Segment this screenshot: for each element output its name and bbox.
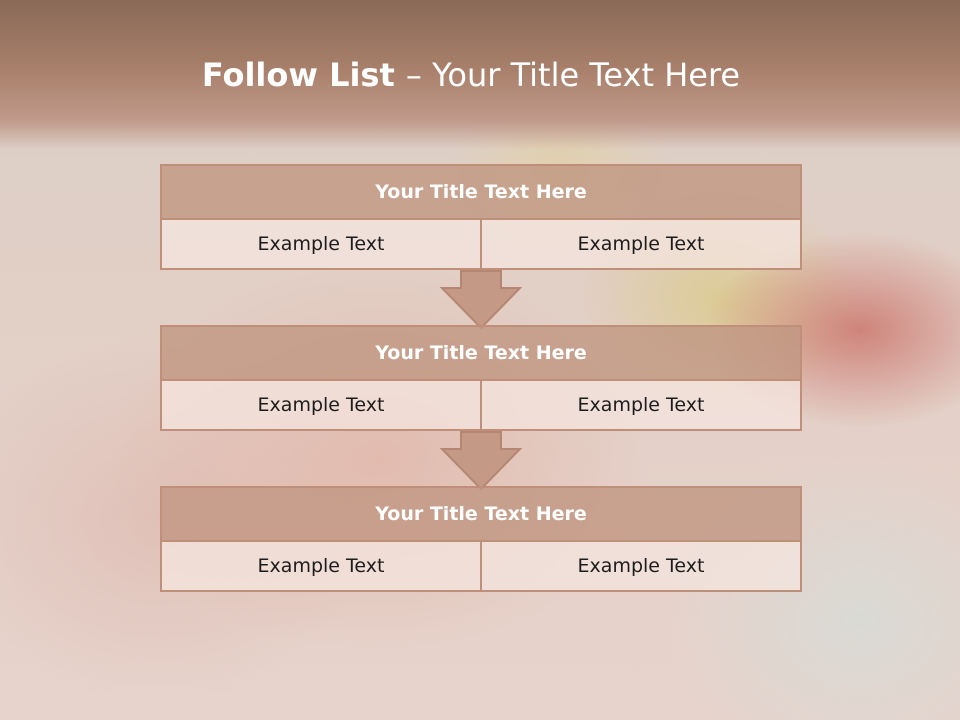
list-block: Your Title Text Here Example Text Exampl…	[160, 486, 802, 592]
block-cell-left: Example Text	[162, 381, 480, 429]
page-title-rest: – Your Title Text Here	[405, 56, 741, 94]
block-row: Example Text Example Text	[160, 381, 802, 431]
block-cell-left: Example Text	[162, 220, 480, 268]
list-block: Your Title Text Here Example Text Exampl…	[160, 164, 802, 270]
block-cell-left: Example Text	[162, 542, 480, 590]
block-cell-right: Example Text	[480, 542, 800, 590]
block-title: Your Title Text Here	[160, 486, 802, 542]
down-arrow-icon	[440, 270, 522, 330]
block-cell-right: Example Text	[480, 220, 800, 268]
down-arrow-icon	[440, 431, 522, 491]
list-block: Your Title Text Here Example Text Exampl…	[160, 325, 802, 431]
header-band	[0, 0, 960, 150]
block-row: Example Text Example Text	[160, 542, 802, 592]
block-row: Example Text Example Text	[160, 220, 802, 270]
page-title-bold: Follow List	[201, 56, 406, 94]
block-cell-right: Example Text	[480, 381, 800, 429]
block-title: Your Title Text Here	[160, 325, 802, 381]
page-title: Follow List – Your Title Text Here	[0, 56, 942, 94]
block-title: Your Title Text Here	[160, 164, 802, 220]
